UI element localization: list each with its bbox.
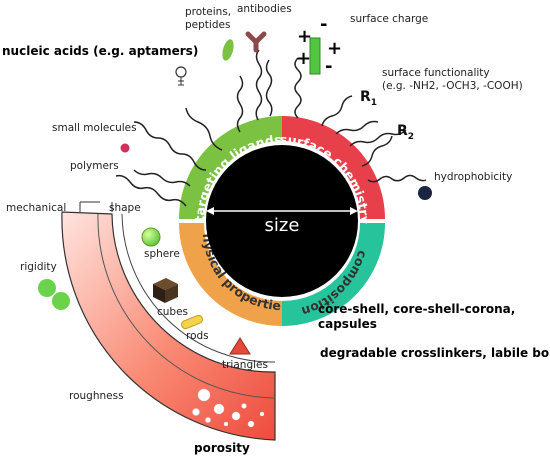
label-cubes: cubes	[157, 306, 188, 318]
label-surface-charge: surface charge	[350, 13, 428, 25]
label-shape: shape	[109, 202, 141, 214]
label-porosity: porosity	[194, 441, 250, 455]
label-hydrophobicity: hydrophobicity	[434, 171, 512, 183]
protein-ellipse-icon	[222, 39, 234, 61]
segment-physical-properties	[179, 223, 282, 326]
antibody-y-icon	[245, 31, 267, 53]
size-arrow	[206, 207, 358, 215]
ligand-chains	[115, 49, 427, 207]
charge-plus-1: +	[297, 26, 312, 47]
label-surface-functionality-line1: surface functionality	[382, 67, 490, 79]
label-mechanical: mechanical	[6, 202, 66, 214]
porosity-holes	[192, 388, 265, 428]
rigidity-ball-icon-1	[38, 279, 56, 297]
label-proteins-line2: peptides	[185, 19, 230, 31]
hydrophobic-ball-icon	[418, 186, 432, 200]
segment-composition	[282, 223, 385, 326]
label-triangles: triangles	[222, 359, 268, 371]
sphere-icon	[141, 227, 161, 247]
property-ring	[179, 116, 385, 326]
label-nucleic-acids: nucleic acids (e.g. aptamers)	[2, 44, 198, 58]
label-rigidity: rigidity	[20, 261, 57, 273]
label-proteins-line1: proteins,	[185, 6, 231, 18]
cube-icon	[153, 278, 178, 303]
label-core-shell-line1: core-shell, core-shell-corona,	[318, 302, 515, 316]
label-r1: R1	[360, 89, 377, 108]
aptamer-loop-icon	[175, 66, 187, 86]
rigidity-ball-icon-2	[52, 292, 70, 310]
label-sphere: sphere	[144, 248, 180, 260]
segment-surface-chemistry	[282, 116, 385, 219]
small-molecule-dot-icon	[120, 143, 130, 153]
label-core-shell-line2: capsules	[318, 317, 377, 331]
size-label: size	[265, 215, 300, 236]
segment-targeting-ligands	[179, 116, 282, 219]
label-r2: R2	[397, 123, 414, 142]
label-surface-functionality-line2: (e.g. -NH2, -OCH3, -COOH)	[382, 80, 523, 92]
label-antibodies: antibodies	[237, 3, 292, 15]
label-degradable: degradable crosslinkers, labile bonds	[320, 346, 550, 360]
charge-minus-1: -	[320, 14, 327, 35]
nanoparticle-core	[206, 145, 358, 297]
label-polymers: polymers	[70, 160, 119, 172]
label-rods: rods	[186, 330, 209, 342]
charge-plus-2: +	[327, 38, 342, 59]
property-gradient-band	[61, 201, 276, 441]
rod-icon	[181, 314, 203, 330]
surface-charge-rectangle-icon	[309, 37, 321, 75]
triangle-icon	[229, 337, 251, 355]
label-roughness: roughness	[69, 390, 124, 402]
label-small-molecules: small molecules	[52, 122, 137, 134]
charge-minus-2: -	[325, 56, 332, 77]
charge-plus-3: +	[296, 48, 311, 69]
